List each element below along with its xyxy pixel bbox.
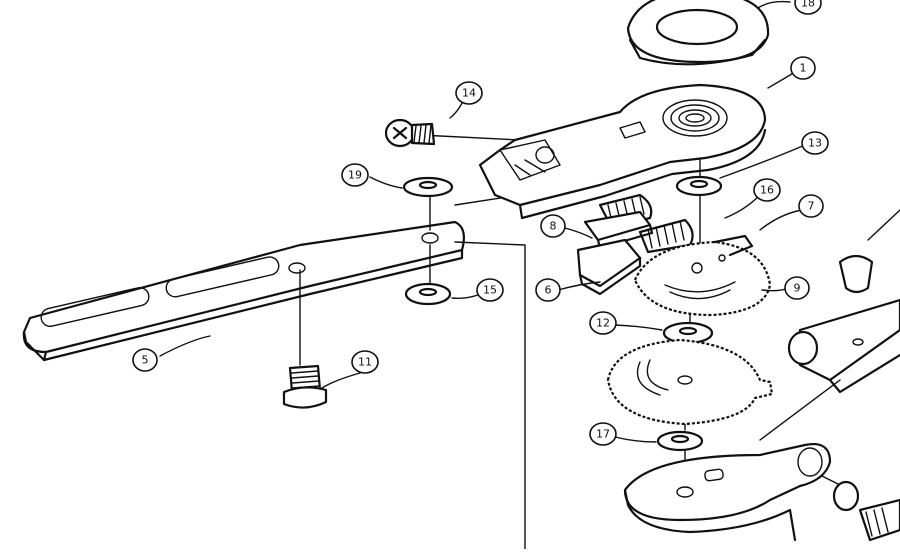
right-side-assembly	[787, 209, 900, 542]
slotted-arm	[22, 220, 465, 362]
washer-13	[675, 175, 723, 197]
washer-12	[662, 321, 714, 345]
callout-11: 11	[351, 350, 379, 374]
callout-16: 16	[753, 178, 781, 202]
callout-13-label: 13	[808, 137, 822, 150]
callout-8: 8	[540, 214, 566, 238]
washer-15	[404, 282, 452, 306]
bottom-plate	[623, 443, 832, 542]
callout-15-label: 15	[483, 284, 497, 297]
callout-7: 7	[798, 194, 824, 218]
callout-9-label: 9	[794, 282, 801, 295]
washer-19	[402, 176, 454, 198]
bolt-11	[282, 364, 328, 409]
callout-13: 13	[801, 131, 829, 155]
callout-15: 15	[476, 278, 504, 302]
callout-14: 14	[455, 81, 483, 105]
callout-5-label: 5	[142, 354, 149, 367]
callout-17: 17	[589, 422, 617, 446]
callout-17-label: 17	[596, 428, 610, 441]
callout-7-label: 7	[808, 200, 815, 213]
callout-11-label: 11	[358, 356, 372, 369]
callout-19: 19	[341, 163, 369, 187]
callout-1: 1	[790, 56, 816, 80]
callout-16-label: 16	[760, 184, 774, 197]
washer-17	[656, 430, 704, 452]
ratchet-arm	[478, 83, 767, 220]
callout-9: 9	[784, 276, 810, 300]
callout-1-label: 1	[800, 62, 807, 75]
callout-19-label: 19	[348, 169, 362, 182]
callout-6-label: 6	[545, 284, 552, 297]
callout-18-label: 18	[801, 0, 815, 10]
cap-screw-14	[384, 118, 436, 148]
pawl-springs	[576, 193, 694, 296]
top-washer	[626, 0, 770, 66]
callout-12-label: 12	[596, 317, 610, 330]
callout-6: 6	[535, 278, 561, 302]
callout-12: 12	[589, 311, 617, 335]
callout-8-label: 8	[550, 220, 557, 233]
callout-14-label: 14	[462, 87, 476, 100]
gear-sector-7	[633, 234, 772, 317]
callout-18: 18	[794, 0, 822, 15]
callout-5: 5	[132, 348, 158, 372]
gear-sector-lower	[606, 338, 774, 426]
